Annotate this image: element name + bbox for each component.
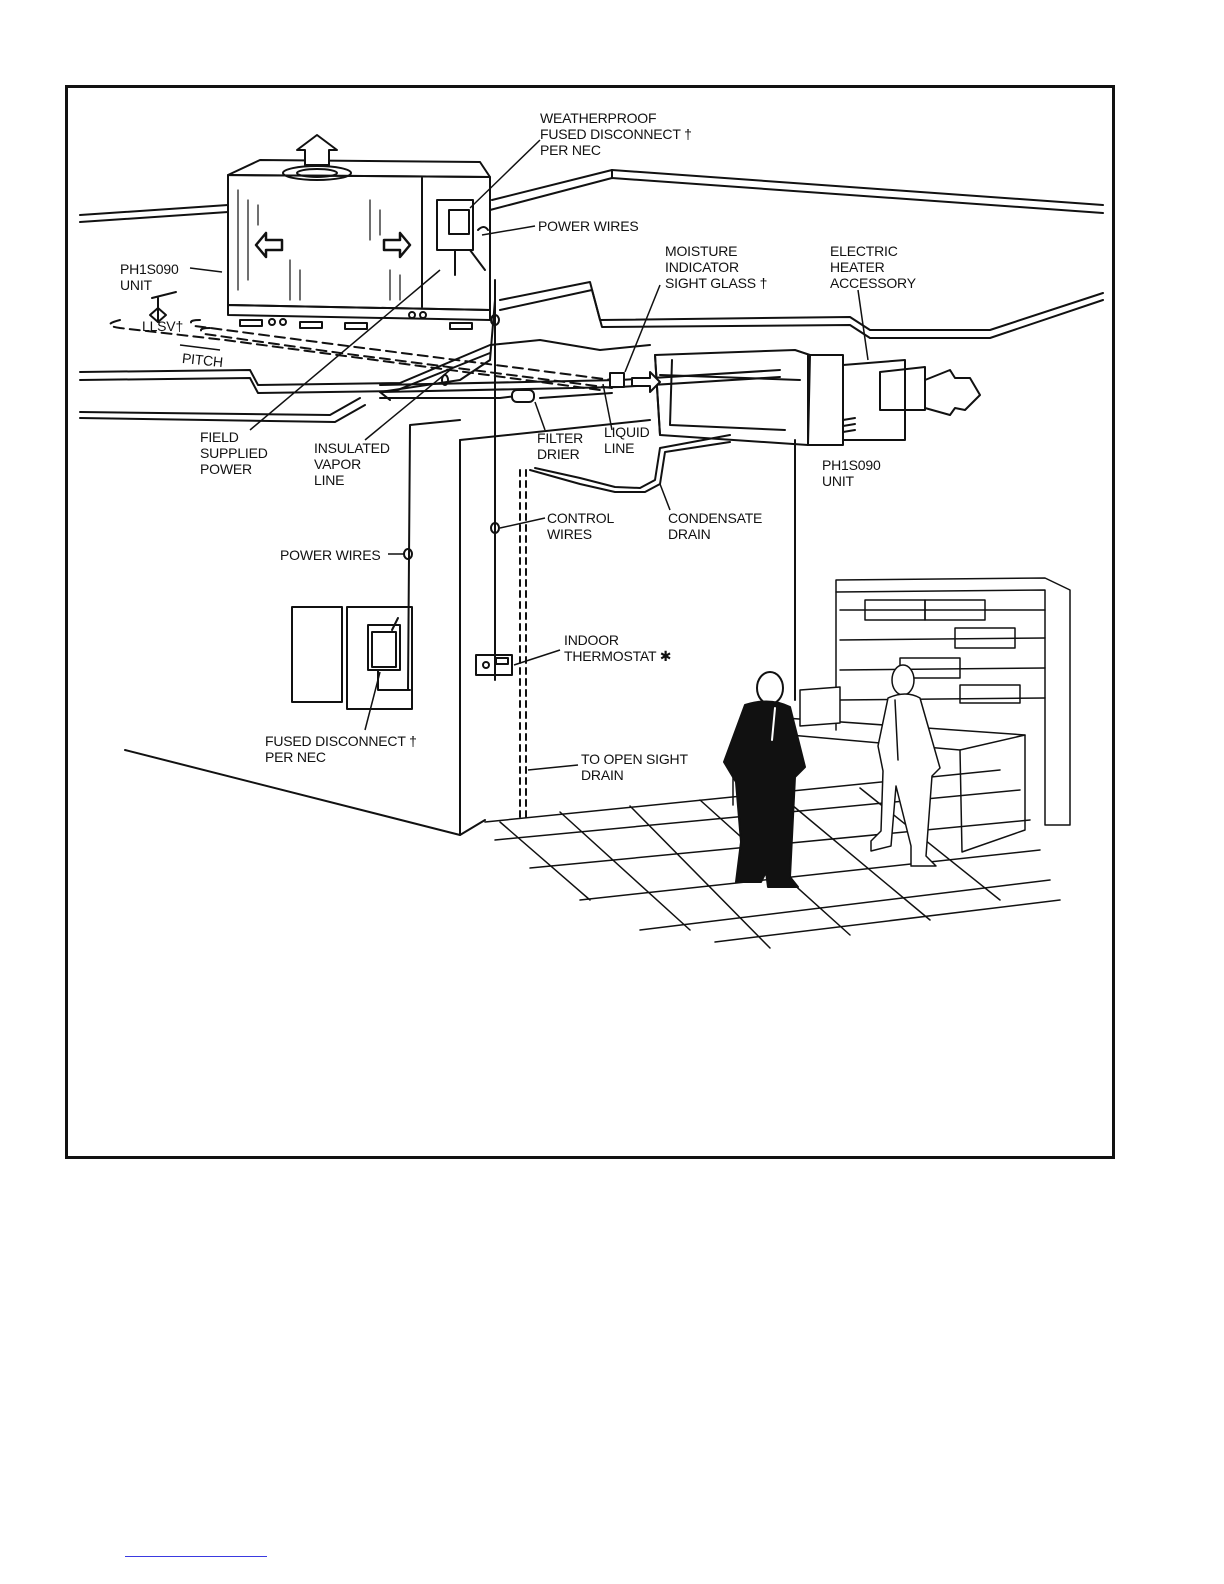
weatherproof-disconnect: [437, 200, 488, 275]
label-liquid-line: LIQUID LINE: [604, 424, 649, 456]
label-line: WIRES: [547, 526, 614, 542]
label-line: PH1S090: [822, 457, 881, 473]
footnote-rule: [125, 1556, 267, 1557]
label-line: INDOOR: [564, 632, 671, 648]
label-line: FILTER: [537, 430, 583, 446]
label-line: INDICATOR: [665, 259, 767, 275]
label-fused-disconnect: FUSED DISCONNECT † PER NEC: [265, 733, 417, 765]
label-line: CONTROL: [547, 510, 614, 526]
label-line: POWER WIRES: [538, 218, 638, 234]
label-open-sight-drain: TO OPEN SIGHT DRAIN: [581, 751, 688, 783]
label-line: FUSED DISCONNECT †: [265, 733, 417, 749]
outdoor-unit: [228, 135, 490, 329]
label-line: UNIT: [822, 473, 881, 489]
indoor-unit: [632, 350, 843, 445]
label-power-wires-left: POWER WIRES: [280, 547, 380, 563]
label-field-supplied-power: FIELD SUPPLIED POWER: [200, 429, 268, 477]
filter-drier: [512, 390, 534, 402]
label-line: LINE: [314, 472, 390, 488]
label-line: INSULATED: [314, 440, 390, 456]
label-line: MOISTURE: [665, 243, 767, 259]
label-line: DRIER: [537, 446, 583, 462]
label-line: ELECTRIC: [830, 243, 916, 259]
label-llsv: LLSV†: [142, 318, 183, 334]
label-line: LIQUID: [604, 424, 649, 440]
label-power-wires-top: POWER WIRES: [538, 218, 638, 234]
label-filter-drier: FILTER DRIER: [537, 430, 583, 462]
label-line: SIGHT GLASS †: [665, 275, 767, 291]
label-line: FUSED DISCONNECT †: [540, 126, 692, 142]
label-weatherproof-disconnect: WEATHERPROOF FUSED DISCONNECT † PER NEC: [540, 110, 692, 158]
person-coat: [871, 665, 940, 866]
label-line: FIELD: [200, 429, 268, 445]
label-line: WEATHERPROOF: [540, 110, 692, 126]
label-line: PH1S090: [120, 261, 179, 277]
label-outdoor-unit: PH1S090 UNIT: [120, 261, 179, 293]
sight-glass: [610, 373, 624, 387]
shelving: [836, 578, 1070, 825]
label-line: THERMOSTAT ✱: [564, 648, 671, 664]
label-line: PER NEC: [265, 749, 417, 765]
label-line: CONDENSATE: [668, 510, 762, 526]
label-line: POWER: [200, 461, 268, 477]
label-line: UNIT: [120, 277, 179, 293]
label-condensate-drain: CONDENSATE DRAIN: [668, 510, 762, 542]
label-line: LINE: [604, 440, 649, 456]
label-line: TO OPEN SIGHT: [581, 751, 688, 767]
label-indoor-thermostat: INDOOR THERMOSTAT ✱: [564, 632, 671, 664]
label-line: DRAIN: [668, 526, 762, 542]
label-insulated-vapor-line: INSULATED VAPOR LINE: [314, 440, 390, 488]
label-control-wires: CONTROL WIRES: [547, 510, 614, 542]
label-line: ACCESSORY: [830, 275, 916, 291]
label-indoor-unit: PH1S090 UNIT: [822, 457, 881, 489]
person-suit: [724, 672, 805, 887]
label-line: SUPPLIED: [200, 445, 268, 461]
label-moisture-indicator: MOISTURE INDICATOR SIGHT GLASS †: [665, 243, 767, 291]
electric-heater: [843, 360, 980, 440]
label-line: POWER WIRES: [280, 547, 380, 563]
label-line: PER NEC: [540, 142, 692, 158]
label-line: VAPOR: [314, 456, 390, 472]
building-walls: [125, 420, 795, 835]
label-line: LLSV†: [142, 318, 183, 334]
label-line: DRAIN: [581, 767, 688, 783]
label-electric-heater: ELECTRIC HEATER ACCESSORY: [830, 243, 916, 291]
wall-panel: [292, 607, 412, 709]
label-line: HEATER: [830, 259, 916, 275]
